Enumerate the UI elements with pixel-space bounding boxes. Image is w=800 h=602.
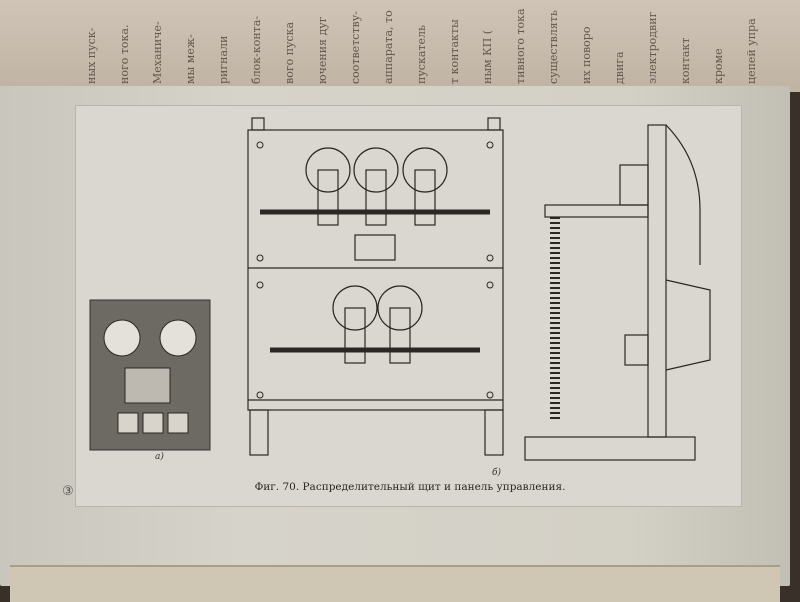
figure-label-a: а) [155, 452, 164, 462]
page-marker: ③ [62, 484, 74, 499]
switchboard-side-view [524, 124, 711, 461]
facing-page: ных пуск-ного тока.Механиче-мы меж-ригна… [0, 0, 800, 92]
control-panel-a [89, 299, 211, 451]
figure-label-b: б) [492, 468, 502, 478]
page-edges [10, 565, 780, 602]
switchboard-front-b [247, 117, 504, 456]
figure-caption: Фиг. 70. Распределительный щит и панель … [254, 481, 566, 493]
